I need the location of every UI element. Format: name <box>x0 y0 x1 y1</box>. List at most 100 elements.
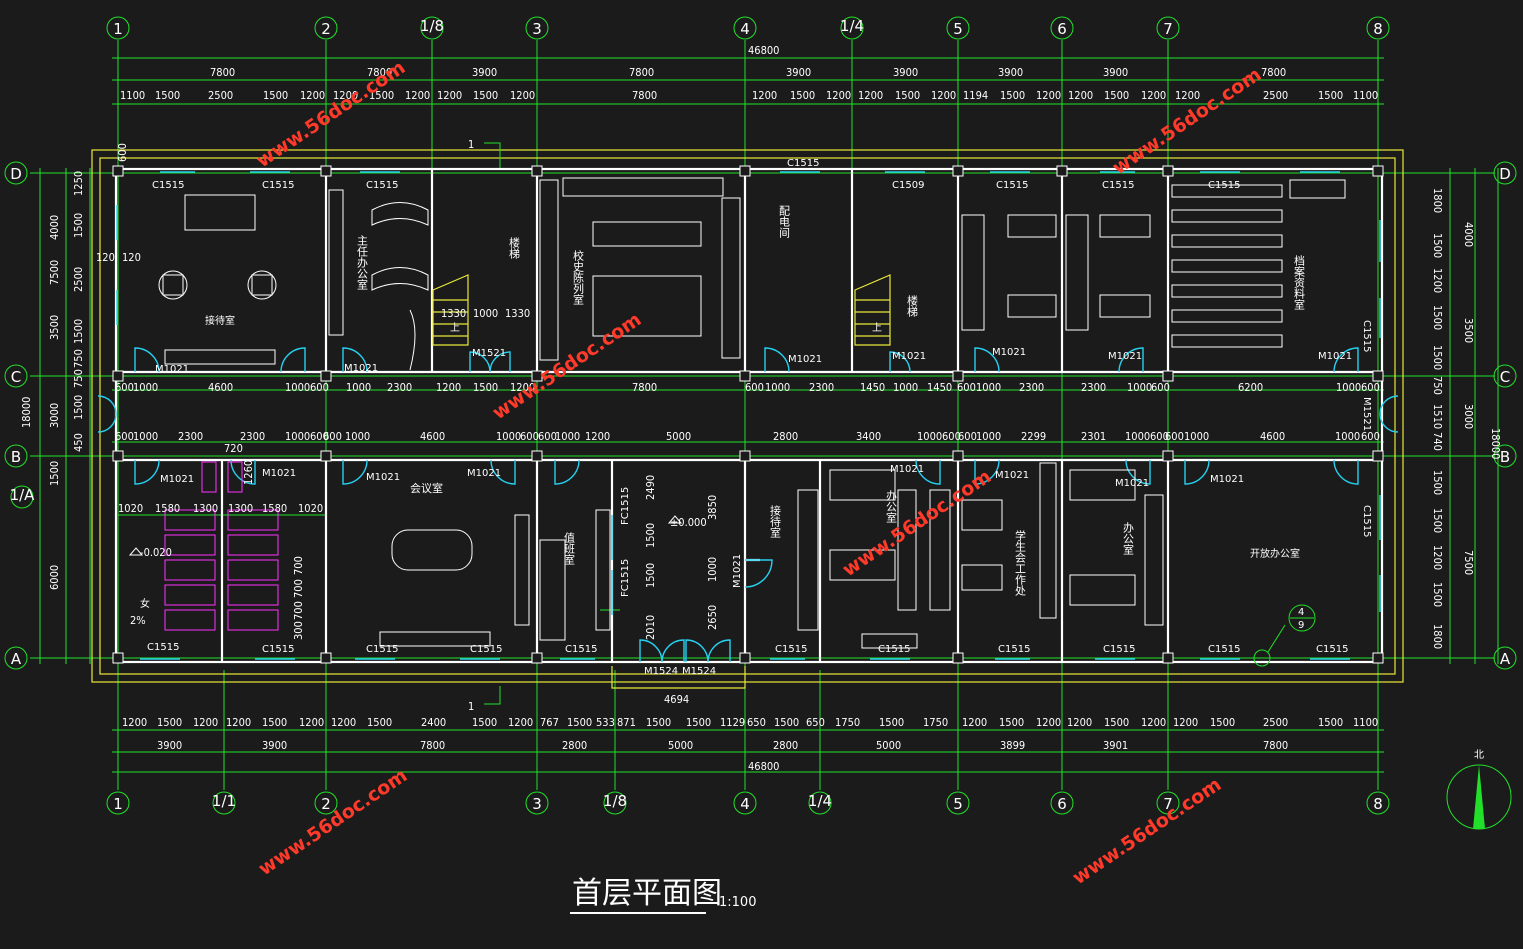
dim-bottom-bay: 7800 <box>420 739 445 752</box>
dim-small: 1500 <box>644 563 657 588</box>
watermark-text: www.56doc.com <box>1068 773 1225 889</box>
windows <box>116 171 1381 660</box>
dim-toilet: 1580 <box>262 502 287 515</box>
axis-bubble-label: D <box>1499 165 1511 183</box>
dim-stair: 1330 <box>505 307 530 320</box>
axis-bubble-label: 1/8 <box>603 792 627 810</box>
dim-b-row: 1000 <box>1184 430 1209 443</box>
dim-b-row: 600 <box>942 430 961 443</box>
structural-columns <box>112 165 1384 664</box>
axis-bubble-circle <box>733 16 757 40</box>
dim-left-mid: 6000 <box>48 565 61 590</box>
dim-bottom-detail: 650 <box>806 716 825 729</box>
axis-bubble: 2 <box>314 16 338 40</box>
section-mark-bottom: 1 <box>468 700 474 713</box>
axis-bubble-label: 2 <box>321 20 331 38</box>
dim-b-row: 4600 <box>420 430 445 443</box>
dim-b-row: 600 <box>538 430 557 443</box>
axis-bubble: B <box>1493 444 1517 468</box>
axis-bubble-label: 8 <box>1373 795 1383 813</box>
dim-bottom-detail: 1750 <box>835 716 860 729</box>
dim-right-inner: 1500 <box>1431 470 1444 495</box>
dim-top-bay: 3900 <box>1103 66 1128 79</box>
dim-top-bay: 3900 <box>472 66 497 79</box>
axis-grid-lines <box>30 40 1495 790</box>
window-label: C1515 <box>1361 505 1372 537</box>
dim-b-row: 600 <box>323 430 342 443</box>
dim-stair: 1000 <box>473 307 498 320</box>
axis-bubble-label: 1/1 <box>212 792 236 810</box>
axis-bubble: 6 <box>1050 791 1074 815</box>
dim-right-mid: 3000 <box>1462 404 1475 429</box>
axis-bubble-circle <box>733 791 757 815</box>
axis-bubble-label: 1/A <box>10 486 36 504</box>
elevation-toilet: -0.020 <box>140 546 172 559</box>
dim-bottom-detail: 1100 <box>1353 716 1378 729</box>
window-label: C1515 <box>1208 644 1240 655</box>
dim-bottom-detail: 1500 <box>999 716 1024 729</box>
door-label: M1021 <box>160 474 194 485</box>
axis-bubble-circle <box>1050 791 1074 815</box>
window-label: C1515 <box>878 644 910 655</box>
axis-bubble: 7 <box>1156 16 1180 40</box>
door-label: M1021 <box>1108 351 1142 362</box>
dim-top-detail: 1500 <box>790 89 815 102</box>
dim-c-row: 1000 <box>893 381 918 394</box>
axis-bubble-circle <box>603 791 627 815</box>
axis-bubble: B <box>4 444 28 468</box>
axis-bubble: 1/A <box>10 485 36 509</box>
window-label: C1515 <box>147 642 179 653</box>
axis-bubble-circle <box>525 791 549 815</box>
axis-bubble: D <box>1493 161 1517 185</box>
axis-bubble-circle <box>525 16 549 40</box>
elevation-zero: ±0.000 <box>670 516 707 529</box>
dim-right-inner: 740 <box>1431 432 1444 451</box>
dim-b-row: 1000 <box>976 430 1001 443</box>
dim-right-mid: 4000 <box>1462 222 1475 247</box>
axis-bubble-circle <box>946 16 970 40</box>
dim-c-row: 600 <box>745 381 764 394</box>
window-door-labels: C1515 C1515 C1515 C1515 C1509 C1515 C151… <box>130 138 1372 713</box>
axis-bubble: 3 <box>525 791 549 815</box>
dim-b-row: 2299 <box>1021 430 1046 443</box>
room-name: 校史陈列室 <box>572 249 585 305</box>
watermark-text: www.56doc.com <box>252 56 409 172</box>
dim-b-row: 600 <box>1150 430 1169 443</box>
dim-c-row: 7800 <box>632 381 657 394</box>
dim-right-inner: 1500 <box>1431 345 1444 370</box>
dim-c-row: 1450 <box>927 381 952 394</box>
dim-bottom-detail: 1200 <box>299 716 324 729</box>
axis-bubble-circle <box>1050 16 1074 40</box>
dim-b-row: 3400 <box>856 430 881 443</box>
dim-bottom-detail: 1200 <box>962 716 987 729</box>
door-label: M1524 <box>682 666 716 677</box>
dim-small: 2490 <box>644 475 657 500</box>
dim-top-bay: 7800 <box>1261 66 1286 79</box>
window-label: C1515 <box>996 180 1028 191</box>
window-label: FC1515 <box>620 559 631 597</box>
dim-top-detail: 2500 <box>208 89 233 102</box>
dim-right-inner: 1500 <box>1431 233 1444 258</box>
axis-bubble-label: B <box>11 448 21 466</box>
dim-toilet-v: 300 <box>292 621 305 640</box>
dim-bottom-detail: 533 <box>596 716 615 729</box>
door-label: M1021 <box>992 347 1026 358</box>
window-label: C1515 <box>366 644 398 655</box>
axis-bubble-circle <box>4 161 28 185</box>
axis-bubble-label: 5 <box>953 795 963 813</box>
room-name: 开放办公室 <box>1250 547 1300 560</box>
dim-top-detail: 1500 <box>155 89 180 102</box>
axis-bubble-circle <box>314 791 338 815</box>
dim-top-bay: 7800 <box>629 66 654 79</box>
slope-mark: 2% <box>130 614 146 627</box>
dim-top-detail: 1200 <box>437 89 462 102</box>
dim-top-detail: 1200 <box>752 89 777 102</box>
dim-bottom-detail: 1129 <box>720 716 745 729</box>
dim-b-row: 4600 <box>1260 430 1285 443</box>
dim-top-detail: 1200 <box>1175 89 1200 102</box>
dim-top-detail: 1500 <box>895 89 920 102</box>
window-label: C1515 <box>152 180 184 191</box>
axis-bubble: 4 <box>733 791 757 815</box>
dim-b-row: 600 <box>310 430 329 443</box>
door-label: M1021 <box>890 464 924 475</box>
